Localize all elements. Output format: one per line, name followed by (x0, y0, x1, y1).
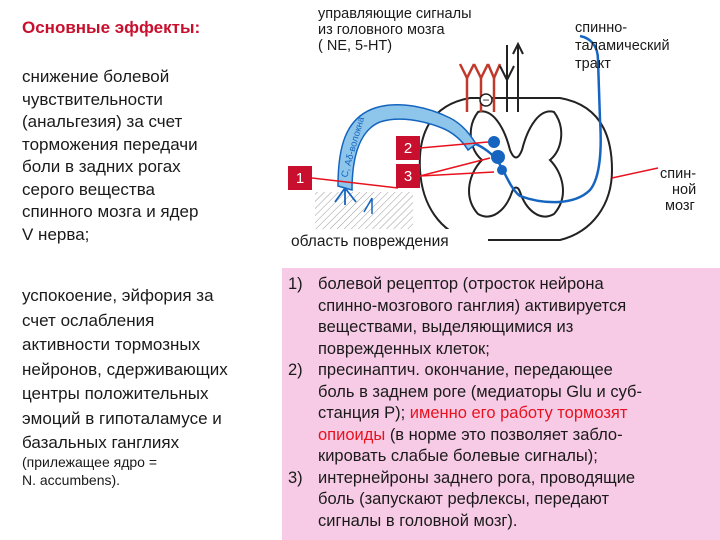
badge-2-label: 2 (404, 140, 412, 157)
text-fragment: станция Р); (318, 404, 406, 422)
text-line: активности тормозных (22, 335, 201, 354)
item-number: 1) (288, 275, 303, 293)
signal-fork (512, 41, 524, 55)
text-line: боли в задних рогах (22, 157, 181, 176)
list-item: 1) болевой рецептор (отросток нейрона сп… (288, 274, 718, 360)
cord-pointer-line (611, 167, 659, 179)
pointer-line-3 (419, 157, 491, 177)
tract-label: таламический (575, 38, 670, 54)
effects-title: Основные эффекты: (22, 18, 201, 37)
text-line: кировать слабые болевые сигналы); (318, 447, 598, 465)
control-signals-label: управляющие сигналы (318, 6, 472, 22)
inhibition-icon (479, 93, 493, 107)
text-line: станция Р); именно его работу тормозят (318, 403, 718, 425)
text-line: боль в заднем роге (медиаторы Glu и суб- (318, 382, 642, 401)
text-line: торможения передачи (22, 134, 198, 154)
accumbens-note: (прилежащее ядро = N. accumbens). (22, 453, 282, 489)
damage-label: область повреждения (291, 233, 449, 250)
text-line: болевой рецептор (отросток нейрона (318, 275, 604, 293)
badge-2 (396, 136, 420, 160)
pain-receptor (363, 197, 373, 214)
text-line: чувствительности (22, 89, 163, 109)
text-line: (прилежащее ядро = (22, 454, 158, 470)
text-line: эмоций в гипоталамусе и (22, 408, 222, 428)
cord-label: ной (672, 182, 696, 198)
pain-receptor (334, 187, 357, 205)
pointer-line-3 (419, 171, 495, 177)
text-line: снижение болевой (22, 67, 170, 86)
text-line: N. accumbens). (22, 472, 121, 488)
item-number: 3) (288, 468, 303, 487)
signal-fork (472, 63, 490, 81)
text-line: спинного мозга и ядер (22, 202, 199, 221)
control-signals-label: из головного мозга (318, 22, 446, 38)
text-line: (анальгезия) за счет (22, 112, 183, 131)
pointer-line-1 (311, 177, 399, 189)
text-line: веществами, выделяющимися из (318, 318, 574, 336)
list-item: 3) интернейроны заднего рога, проводящие… (288, 468, 718, 533)
inhibition-minus: − (482, 93, 489, 107)
analgesia-text: снижение болевой чувствительности (аналь… (22, 66, 282, 246)
signal-fork (499, 65, 515, 83)
badge-3 (396, 164, 420, 188)
badge-3-label: 3 (404, 168, 412, 185)
text-fragment: (в норме это позволяет забло- (389, 425, 623, 444)
signal-fork (458, 63, 476, 81)
text-line: интернейроны заднего рога, проводящие (318, 468, 636, 487)
text-line: серого вещества (22, 179, 155, 199)
dorsal-root (337, 104, 477, 191)
text-line: боль (запускают рефлексы, передают (318, 490, 609, 508)
text-line: сигналы в головной мозг). (318, 511, 518, 530)
cord-label: мозг (665, 198, 695, 214)
list-item: 2) пресинаптич. окончание, передающее бо… (288, 360, 718, 468)
text-line: успокоение, эйфория за (22, 286, 214, 305)
item-number: 2) (288, 361, 303, 379)
opioids-word: опиоиды (318, 425, 386, 444)
text-line: счет ослабления (22, 310, 155, 330)
text-line: опиоиды (в норме это позволяет забло- (318, 425, 718, 447)
text-line: поврежденных клеток; (318, 339, 490, 358)
control-signals-label: ( NE, 5-HT) (318, 38, 392, 54)
interneuron (491, 150, 505, 164)
cord-label: спин- (660, 166, 696, 182)
numbered-list: 1) болевой рецептор (отросток нейрона сп… (288, 274, 718, 532)
badge-1 (288, 166, 312, 190)
tract-label: тракт (575, 56, 611, 72)
interneuron (497, 165, 507, 175)
badge-1-label: 1 (296, 170, 304, 187)
text-line: спинно-мозгового ганглия) активируется (318, 296, 627, 315)
tract-label: спинно- (575, 20, 627, 36)
damage-label-box (286, 229, 488, 251)
text-line: V нерва; (22, 224, 90, 244)
signal-fork (486, 63, 502, 82)
text-line: центры положительных (22, 384, 209, 403)
text-line: пресинаптич. окончание, передающее (318, 361, 613, 379)
explanation-panel (282, 268, 720, 540)
presynaptic-terminal (488, 136, 500, 148)
spinal-cord-diagram: − С, Aδ-волокна 1 2 3 область повреждени… (286, 6, 696, 251)
pointer-line-2 (419, 141, 489, 149)
text-line: базальных ганглиях (22, 433, 180, 452)
opioid-target-text: именно его работу тормозят (409, 404, 628, 422)
euphoria-text: успокоение, эйфория за счет ослабления а… (22, 284, 282, 456)
text-line: нейронов, сдерживающих (22, 359, 228, 379)
